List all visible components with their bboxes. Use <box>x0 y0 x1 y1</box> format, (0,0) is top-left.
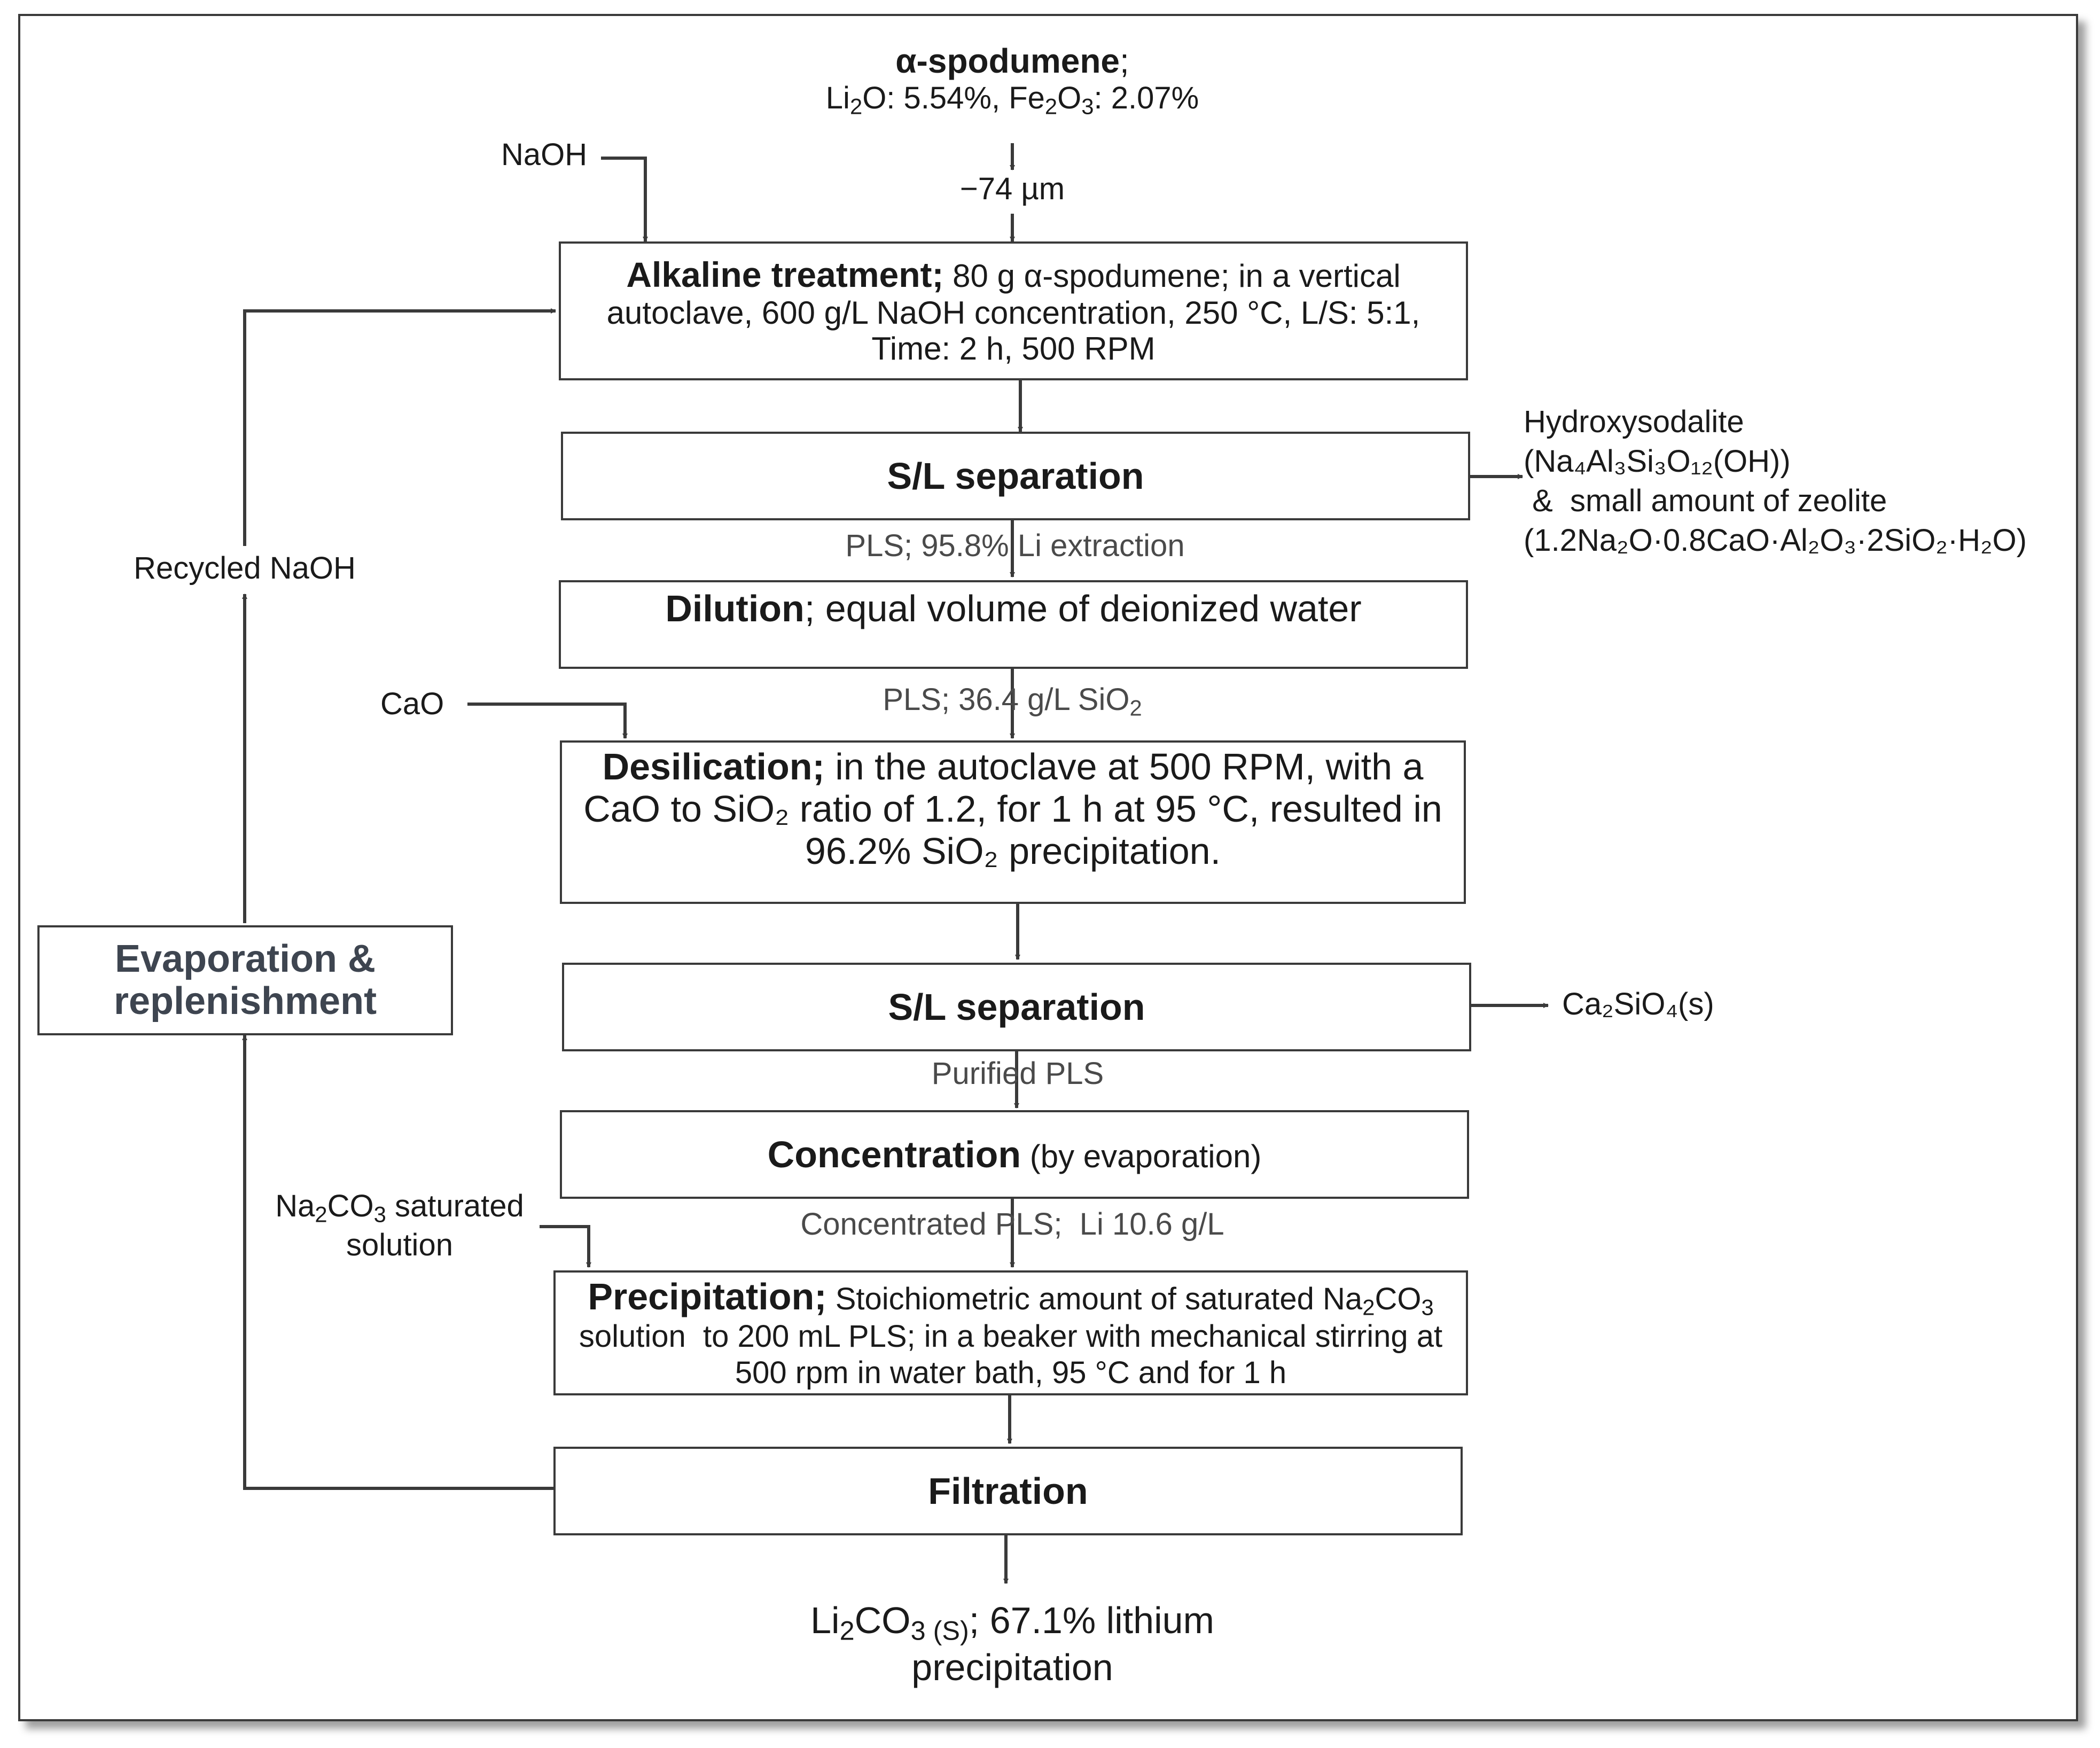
stream-pls-li-extraction: PLS; 95.8% Li extraction <box>845 528 1185 563</box>
output-li2co3-product: Li2CO3 (S); 67.1% lithium precipitation <box>810 1599 1214 1688</box>
box-alkaline-treatment: Alkaline treatment; 80 g α-spodumene; in… <box>559 241 1468 380</box>
output-sodalite-formula: (Na₄Al₃Si₃O₁₂(OH)) <box>1524 444 1791 479</box>
input-cao: CaO <box>380 686 444 721</box>
alkaline-text: 80 g α-spodumene; in a vertical autoclav… <box>606 257 1420 366</box>
box-precipitation: Precipitation; Stoichiometric amount of … <box>553 1270 1468 1395</box>
box-evaporation-replenishment: Evaporation & replenishment <box>37 925 453 1035</box>
input-na2co3: Na2CO3 saturated solution <box>275 1189 524 1262</box>
output-zeolite-note: & small amount of zeolite <box>1524 483 1887 518</box>
stream-recycled-naoh: Recycled NaOH <box>134 551 356 586</box>
input-naoh: NaOH <box>501 137 588 172</box>
alkaline-title: Alkaline treatment; <box>626 254 944 294</box>
box-desilication: Desilication; in the autoclave at 500 RP… <box>560 740 1466 904</box>
box-sl-separation-1: S/L separation <box>561 432 1470 520</box>
box-filtration: Filtration <box>553 1447 1463 1535</box>
output-zeolite-formula: (1.2Na₂O·0.8CaO·Al₂O₃·2SiO₂·H₂O) <box>1524 523 2027 558</box>
stream-pls-sio2: PLS; 36.4 g/L SiO2 <box>883 682 1142 721</box>
box-sl-separation-2: S/L separation <box>562 963 1471 1051</box>
output-ca2sio4: Ca₂SiO₄(s) <box>1562 987 1714 1021</box>
feed-title: α-spodumene; <box>895 42 1129 80</box>
feed-composition: Li2O: 5.54%, Fe2O3: 2.07% <box>825 81 1199 119</box>
output-hydroxysodalite: Hydroxysodalite <box>1524 404 1744 439</box>
stream-purified-pls: Purified PLS <box>931 1056 1104 1091</box>
arrow-recycle-top <box>243 308 556 546</box>
box-dilution: Dilution; equal volume of deionized wate… <box>559 580 1468 669</box>
arrow-na2co3 <box>540 1225 591 1268</box>
box-concentration: Concentration (by evaporation) <box>560 1110 1469 1199</box>
arrow-cao <box>467 703 628 739</box>
arrow-naoh <box>601 157 648 242</box>
stream-concentrated-pls: Concentrated PLS; Li 10.6 g/L <box>800 1207 1224 1242</box>
arrow-filtration-to-evaporation <box>242 1035 553 1490</box>
feed-size: −74 µm <box>959 171 1065 206</box>
